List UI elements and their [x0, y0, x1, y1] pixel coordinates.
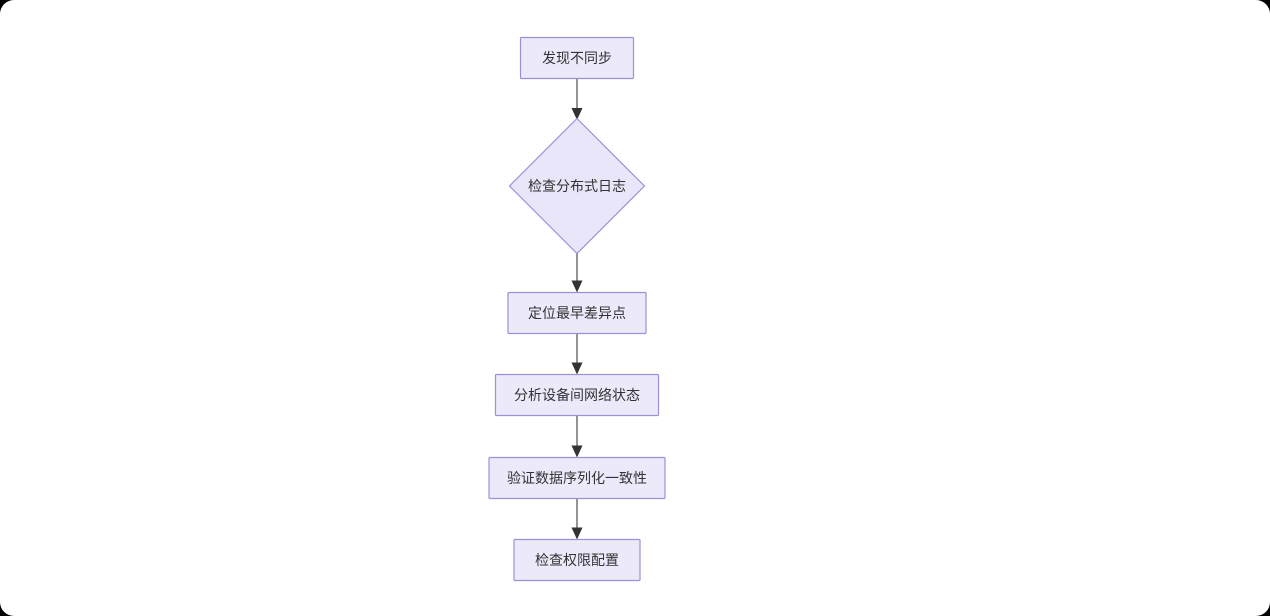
flow-node-locate-earliest-divergence[interactable]: 定位最早差异点: [507, 291, 647, 335]
flow-node-check-distributed-logs[interactable]: 检查分布式日志: [508, 117, 646, 255]
flow-node-analyze-device-network[interactable]: 分析设备间网络状态: [494, 373, 660, 417]
node-label: 定位最早差异点: [528, 306, 626, 322]
node-label: 发现不同步: [542, 51, 612, 67]
node-shape-rectangle: [513, 538, 641, 582]
edge-n3-n4: [571, 333, 583, 375]
edge-n2-n3: [571, 253, 583, 293]
node-shape-rectangle: [494, 373, 660, 417]
node-shape-rectangle: [488, 456, 666, 500]
node-shape-rectangle: [507, 291, 647, 335]
node-label: 检查权限配置: [535, 553, 619, 569]
node-label: 分析设备间网络状态: [514, 387, 640, 404]
edge-n5-n6: [571, 498, 583, 540]
node-label: 验证数据序列化一致性: [507, 471, 647, 487]
edge-n4-n5: [571, 415, 583, 458]
flow-node-discover-desync[interactable]: 发现不同步: [519, 36, 635, 80]
node-shape-diamond: [508, 117, 646, 255]
edge-n1-n2: [571, 78, 583, 120]
node-shape-rectangle: [519, 36, 635, 80]
node-label: 检查分布式日志: [528, 179, 626, 195]
flow-node-verify-serialization-consistency[interactable]: 验证数据序列化一致性: [488, 456, 666, 500]
flow-node-check-permission-config[interactable]: 检查权限配置: [513, 538, 641, 582]
